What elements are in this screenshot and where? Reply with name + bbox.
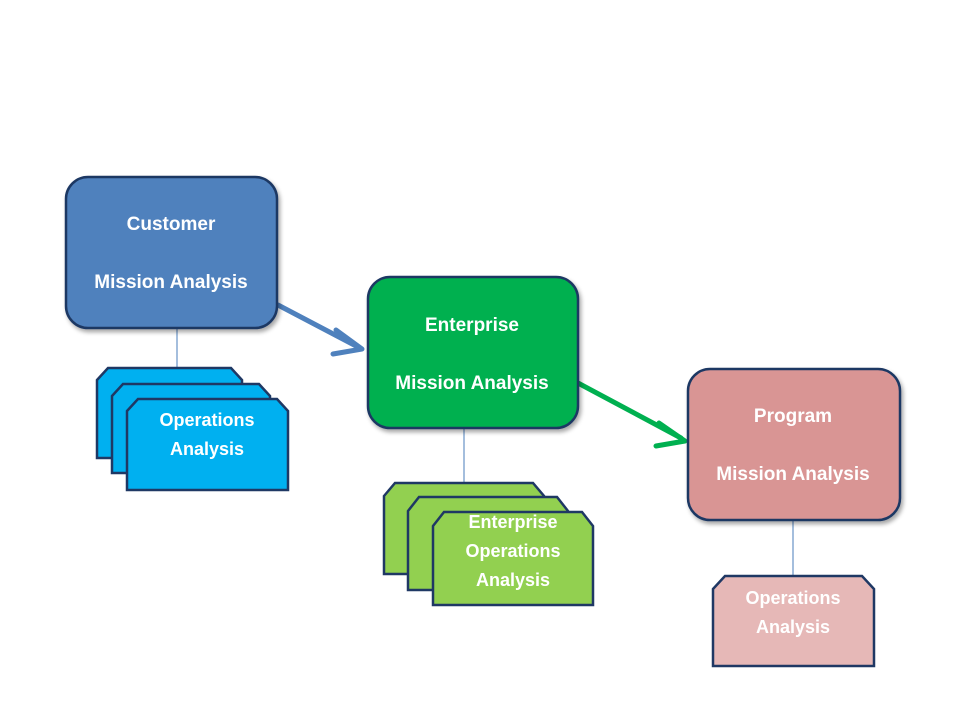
program-mission-analysis-box[interactable] (686, 367, 902, 522)
program-subtitle: Mission Analysis (716, 464, 869, 485)
program-title: Program (754, 406, 832, 427)
program-operations-card-line2: Analysis (756, 617, 830, 637)
customer-mission-analysis-box[interactable] (64, 175, 279, 330)
enterprise-subtitle: Mission Analysis (395, 373, 548, 394)
arrow-customer-to-enterprise (275, 302, 365, 357)
enterprise-mission-analysis-box[interactable] (366, 275, 580, 430)
enterprise-operations-card-line3: Analysis (476, 570, 550, 590)
program-operations-card-front[interactable] (711, 574, 876, 668)
customer-title: Customer (127, 214, 216, 235)
customer-operations-card-stack (95, 366, 290, 492)
enterprise-operations-card-line2: Operations (465, 541, 560, 561)
enterprise-operations-card-front[interactable] (431, 510, 595, 607)
customer-operations-card-line1: Operations (159, 410, 254, 430)
enterprise-operations-card-line1: Enterprise (468, 512, 557, 532)
enterprise-operations-card-stack (382, 481, 595, 607)
customer-operations-card-line2: Analysis (170, 439, 244, 459)
program-operations-card-stack (711, 574, 876, 668)
customer-subtitle: Mission Analysis (94, 272, 247, 293)
customer-operations-card-front[interactable] (125, 397, 290, 492)
program-operations-card-line1: Operations (745, 588, 840, 608)
enterprise-title: Enterprise (425, 315, 519, 336)
arrow-enterprise-to-program (575, 380, 688, 449)
